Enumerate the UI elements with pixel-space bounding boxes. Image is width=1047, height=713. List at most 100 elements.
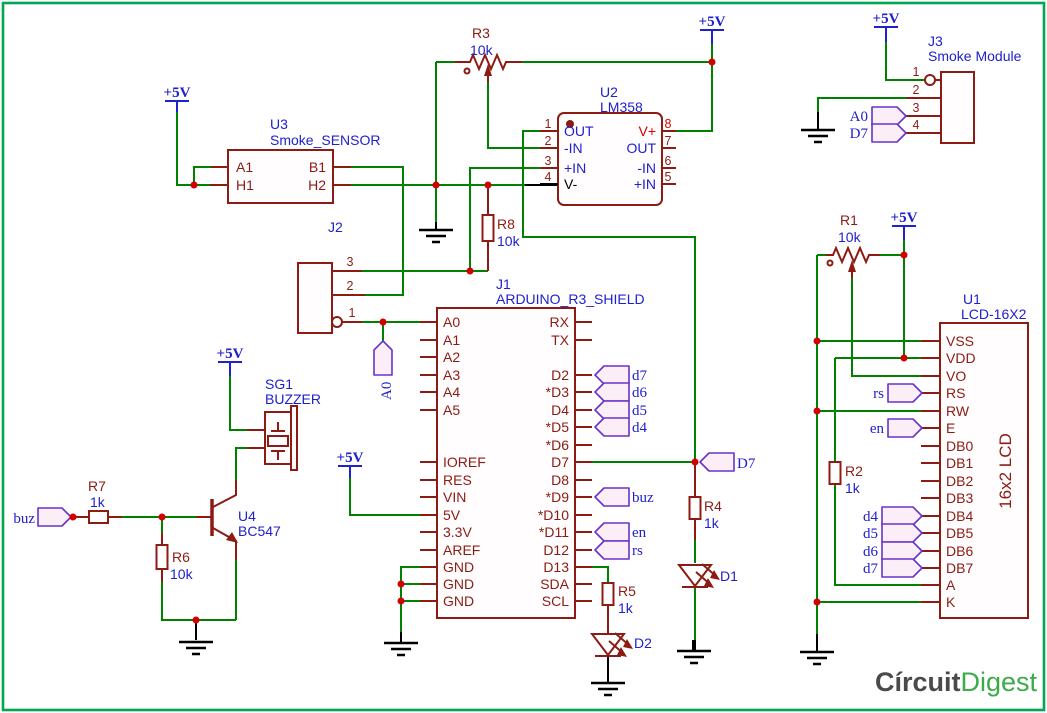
component-u4-bc547: U4 BC547 xyxy=(196,480,281,560)
pin-label: IOREF xyxy=(443,454,486,470)
pin-label: D2 xyxy=(551,367,569,383)
pin-label: A2 xyxy=(443,349,460,365)
net-label: d5 xyxy=(863,526,878,542)
component-r3: R3 10k xyxy=(455,25,522,82)
component-ref: J2 xyxy=(328,219,343,235)
pin-label: VIN xyxy=(443,489,466,505)
net-label: d4 xyxy=(863,509,879,525)
net-label: d5 xyxy=(632,403,647,419)
component-ref: R5 xyxy=(618,583,636,599)
circuitdigest-logo: CírcuitDigest xyxy=(875,667,1038,697)
pin-label: DB3 xyxy=(946,490,973,506)
net-flag-d6-lower: d6 xyxy=(594,382,648,402)
net-flag-buz-left: buz xyxy=(13,507,72,527)
pin-label: *D11 xyxy=(539,524,569,540)
component-ref: R8 xyxy=(497,216,515,232)
pin-label: *D9 xyxy=(546,489,570,505)
net-flag-d7-lower: d7 xyxy=(594,365,648,385)
power-label: +5V xyxy=(217,346,244,362)
component-u3-smoke-sensor: U3 Smoke_SENSOR A1 H1 B1 H2 xyxy=(210,116,380,204)
component-value: 10k xyxy=(170,566,194,582)
pin-label: VO xyxy=(946,368,966,384)
net-label: D7 xyxy=(737,456,756,472)
component-r8: R8 10k xyxy=(481,185,521,271)
net-label: en xyxy=(632,525,647,541)
pin-number: 2 xyxy=(913,83,920,97)
ground-symbol xyxy=(179,640,213,656)
pin-number: 7 xyxy=(665,134,672,148)
component-ref: D1 xyxy=(720,568,738,584)
power-flag-5v-buzzer: +5V xyxy=(217,346,244,376)
net-label: A0 xyxy=(850,109,868,125)
pin-label: E xyxy=(946,420,955,436)
net-label: A0 xyxy=(379,382,395,400)
ground-symbol xyxy=(800,650,834,666)
component-sg1-buzzer: SG1 BUZZER xyxy=(247,376,321,471)
pin-label: -IN xyxy=(564,140,583,156)
component-ref: R4 xyxy=(704,498,722,514)
power-flag-5v-u3: +5V xyxy=(164,85,191,112)
pin1-dot xyxy=(566,120,574,128)
component-value: Smoke_SENSOR xyxy=(270,132,380,148)
component-value: 1k xyxy=(618,600,634,616)
pin-label: OUT xyxy=(626,140,656,156)
component-value: 1k xyxy=(704,515,720,531)
pin-label: DB0 xyxy=(946,438,973,454)
pin-label: V- xyxy=(564,176,578,192)
power-label: +5V xyxy=(337,450,364,466)
pin-number: 4 xyxy=(913,118,920,132)
pin-label: SDA xyxy=(540,576,569,592)
net-label: buz xyxy=(13,511,35,527)
net-flag-buz-j1: buz xyxy=(594,487,654,507)
pin-label: *D10 xyxy=(538,507,569,523)
net-flag-rs-lcd: rs xyxy=(873,383,923,403)
power-flag-5v-j1: +5V xyxy=(337,450,364,478)
pin-label: VSS xyxy=(946,333,974,349)
pin-label: DB4 xyxy=(946,508,973,524)
component-r2: R2 1k xyxy=(828,461,863,496)
component-r6: R6 10k xyxy=(155,533,194,582)
component-r5: R5 1k xyxy=(601,582,636,634)
component-value: 1k xyxy=(845,480,861,496)
pin-label: A5 xyxy=(443,402,460,418)
pin-label: DB6 xyxy=(946,543,973,559)
pin-label: OUT xyxy=(564,123,594,139)
net-flag-en-j1: en xyxy=(594,522,647,542)
component-ref: R6 xyxy=(172,549,190,565)
net-flag-en-lcd: en xyxy=(870,418,923,438)
pin-label: D8 xyxy=(551,472,569,488)
component-value: 10k xyxy=(838,229,862,245)
pin-label: V+ xyxy=(638,123,656,139)
pin-label: RX xyxy=(550,314,570,330)
pin-label: A1 xyxy=(443,332,460,348)
pin-label: GND xyxy=(443,576,474,592)
ground-symbol xyxy=(419,228,453,244)
component-r1: R1 10k xyxy=(826,212,880,278)
ground-symbol xyxy=(591,681,625,697)
pin-label: A3 xyxy=(443,367,460,383)
pin-label: 5V xyxy=(443,507,461,523)
net-label: D7 xyxy=(850,126,869,142)
pin-label: D12 xyxy=(543,542,569,558)
net-flag-d5-lcd: d5 xyxy=(863,523,923,543)
net-flag-d5-lower: d5 xyxy=(594,400,647,420)
component-value: ARDUINO_R3_SHIELD xyxy=(496,291,645,307)
lcd-side-label: 16x2 LCD xyxy=(996,433,1015,509)
wires xyxy=(122,42,924,640)
pin-number: 2 xyxy=(347,279,354,293)
net-flag-d4-lcd: d4 xyxy=(863,506,923,526)
pin-label: H1 xyxy=(236,177,254,193)
net-label: d7 xyxy=(863,561,879,577)
pin-number: 1 xyxy=(349,306,356,320)
pin-label: RW xyxy=(946,403,970,419)
net-label: d6 xyxy=(632,385,648,401)
pin-number: 5 xyxy=(665,170,672,184)
ground-symbol xyxy=(801,128,835,144)
junction-dots xyxy=(69,58,908,624)
net-flag-d7-lcd: d7 xyxy=(863,558,923,578)
pin-label: AREF xyxy=(443,542,480,558)
component-ref: R3 xyxy=(472,25,490,41)
power-flag-5v-u2: +5V xyxy=(699,14,726,44)
